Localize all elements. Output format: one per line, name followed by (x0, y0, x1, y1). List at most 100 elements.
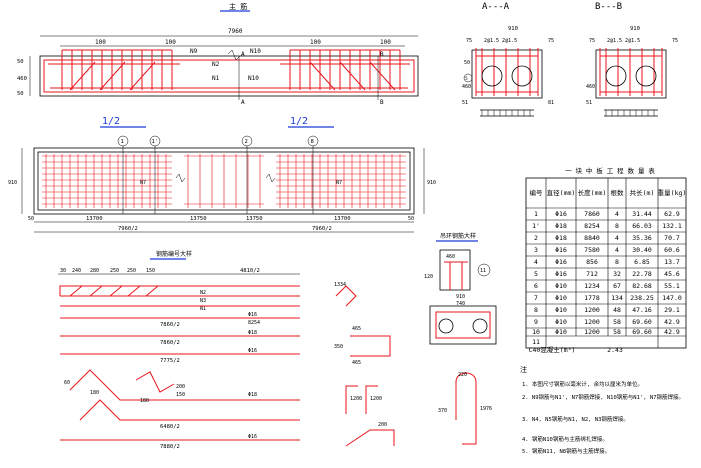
svg-text:69.60: 69.60 (632, 318, 652, 326)
note-2: 2. N9钢筋与N1', N7钢筋焊接, N10钢筋与N1', N7钢筋焊接。 (522, 393, 684, 401)
svg-text:4: 4 (615, 234, 619, 242)
svg-text:69.60: 69.60 (632, 328, 652, 336)
concrete-label: C40混凝土(m³) (529, 345, 576, 354)
svg-text:1234: 1234 (584, 282, 600, 290)
section-mark-a2: A (241, 99, 245, 106)
svg-text:3: 3 (534, 246, 538, 254)
bb-side-75a: 75 (589, 38, 595, 44)
svg-text:1200: 1200 (584, 306, 600, 314)
section-mark-b: B (380, 51, 384, 58)
svg-text:1200: 1200 (584, 328, 600, 336)
plan-seg-2: 13750 (190, 216, 207, 222)
section-mark-b2: B (380, 99, 384, 106)
spacing-100b: 100 (165, 39, 176, 46)
notes: 注 1. 本图尺寸钢筋以毫米计, 余均以厘米为单位。 2. N9钢筋与N1', … (520, 365, 684, 455)
height-460: 460 (17, 76, 27, 82)
th-count: 根数 (611, 188, 625, 197)
svg-text:8: 8 (615, 258, 619, 266)
svg-text:70.7: 70.7 (664, 234, 680, 242)
bb-side-75b: 75 (672, 38, 678, 44)
svg-text:134: 134 (611, 294, 623, 302)
svg-text:11: 11 (532, 338, 540, 346)
plan-grid-right (276, 154, 406, 208)
plan-dim-50b: 50 (408, 216, 414, 222)
plan-seg-3: 13750 (246, 216, 263, 222)
lbl-5: Φ16 (248, 434, 257, 440)
section-aa-title: A---A (482, 2, 510, 12)
svg-text:55.1: 55.1 (664, 282, 680, 290)
spacing-100d: 100 (380, 39, 391, 46)
svg-text:Φ10: Φ10 (555, 318, 567, 326)
notes-heading: 注 (520, 365, 527, 374)
svg-text:42.9: 42.9 (664, 328, 680, 336)
svg-text:Φ10: Φ10 (555, 282, 567, 290)
elevation-view: 主 筋 7960 100 100 100 100 N9 N10 N2 N1 (17, 2, 419, 106)
len-7860: 7860/2 (160, 322, 180, 328)
svg-text:47.16: 47.16 (632, 306, 652, 314)
svg-text:31.44: 31.44 (632, 210, 652, 218)
svg-text:45.6: 45.6 (664, 270, 680, 278)
b-200: 200 (378, 422, 387, 428)
th-no: 编号 (530, 188, 544, 197)
len-6480: 6480/2 (160, 424, 180, 430)
svg-text:8254: 8254 (584, 222, 600, 230)
half-plan-right-title: 1/2 (290, 116, 308, 127)
plan-seg-4: 13700 (334, 216, 351, 222)
hook-465b: 465 (352, 360, 361, 366)
edge-bot-50: 50 (17, 91, 24, 97)
plan-width-right: 910 (427, 180, 436, 186)
note-1: 1. 本图尺寸钢筋以毫米计, 余均以厘米为单位。 (522, 380, 643, 388)
section-bb: B---B 910 2@1.5 2@1.5 75 75 460 51 (586, 2, 678, 117)
svg-text:58: 58 (613, 328, 621, 336)
label-n2: N2 (212, 61, 220, 68)
bb-spacing: 2@1.5 2@1.5 (607, 38, 640, 44)
svg-text:8: 8 (615, 222, 619, 230)
label-n10b: N10 (248, 75, 259, 82)
b-1976: 1976 (480, 406, 492, 412)
svg-text:29.1: 29.1 (664, 306, 680, 314)
svg-text:48: 48 (613, 306, 621, 314)
spacing-100a: 100 (95, 39, 106, 46)
bb-h-51: 51 (586, 100, 592, 106)
th-len: 长度(mm) (578, 188, 607, 197)
svg-text:8: 8 (534, 306, 538, 314)
svg-text:Φ16: Φ16 (555, 210, 567, 218)
spacing-100c: 100 (310, 39, 321, 46)
plan-half-left: 7960/2 (118, 226, 138, 232)
svg-text:42.9: 42.9 (664, 318, 680, 326)
table-row: 8 Φ10 1200 48 47.16 29.1 (534, 306, 680, 314)
svg-text:4: 4 (615, 246, 619, 254)
svg-text:32: 32 (613, 270, 621, 278)
svg-text:10: 10 (532, 328, 540, 336)
svg-text:1': 1' (532, 222, 540, 230)
stirrups-left (61, 49, 173, 90)
svg-text:66.03: 66.03 (632, 222, 652, 230)
dim-250a: 250 (110, 268, 119, 274)
hook-350: 350 (334, 344, 343, 350)
dim-150: 150 (146, 268, 155, 274)
th-total: 共长(m) (630, 188, 655, 197)
svg-text:1: 1 (534, 210, 538, 218)
plan-grid-mid (184, 154, 264, 208)
lbl-1: Φ16 (248, 312, 257, 318)
svg-text:Φ10: Φ10 (555, 294, 567, 302)
detail-bar-title: 钢筋编号大样 (156, 250, 192, 258)
plan-n7a: N7 (140, 180, 146, 186)
aa-top-dim: 910 (508, 26, 518, 32)
svg-text:7580: 7580 (584, 246, 600, 254)
plan-grid-left (42, 154, 172, 208)
plan-half-right: 7960/2 (312, 226, 332, 232)
mark-n2: N2 (200, 290, 206, 296)
aa-side-75b: 75 (548, 38, 554, 44)
half-plan-left-title: 1/2 (102, 116, 120, 127)
aa-side-75a: 75 (466, 38, 472, 44)
section-mark-a: A (241, 51, 245, 58)
svg-text:Φ10: Φ10 (555, 306, 567, 314)
mark-n1: N1 (200, 306, 206, 312)
svg-text:62.9: 62.9 (664, 210, 680, 218)
